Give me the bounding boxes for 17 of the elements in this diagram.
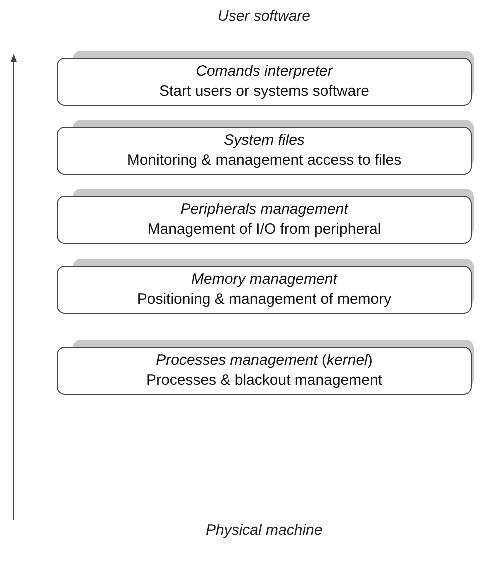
layer-description: Management of I/O from peripheral xyxy=(148,220,382,240)
bottom-level-label: Physical machine xyxy=(206,522,323,539)
layer-box xyxy=(57,58,472,106)
layer-title: Peripherals management xyxy=(180,200,348,220)
layer-title: System files xyxy=(224,131,305,151)
layer-box xyxy=(57,196,472,244)
layer-description: Processes & blackout management xyxy=(146,371,382,391)
top-level-label: User software xyxy=(218,8,311,25)
layer-box xyxy=(57,347,472,395)
layer-title: Processes management (kernel) xyxy=(156,351,373,371)
layer-description: Positioning & management of memory xyxy=(137,290,392,310)
layer-title: Memory management xyxy=(192,270,338,290)
layer-description: Monitoring & management access to files xyxy=(127,151,402,171)
layer-description: Start users or systems software xyxy=(159,82,370,102)
layer-title: Comands interpreter xyxy=(196,62,333,82)
layer-box xyxy=(57,266,472,314)
layer-box xyxy=(57,127,472,175)
